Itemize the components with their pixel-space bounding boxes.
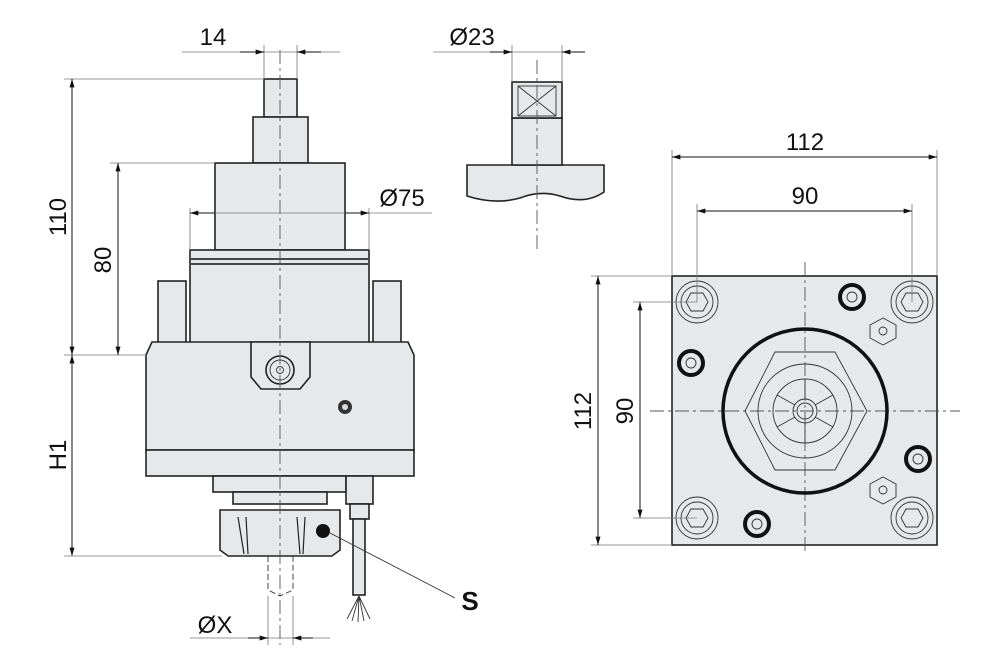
spindle-hex xyxy=(744,351,868,471)
spindle-neck xyxy=(212,475,347,493)
dim-plate-height: 112 xyxy=(570,392,597,430)
coolant-spray-icon xyxy=(346,595,371,623)
hex-nut-icon xyxy=(869,317,897,346)
shaft-detail-view: Ø23 xyxy=(433,24,605,250)
collet-slots xyxy=(776,379,834,443)
dim-tool-diameter: ØX xyxy=(198,612,233,639)
hex-nut-icon xyxy=(869,476,897,505)
side-view: 14 110 80 H1 Ø75 ØX S xyxy=(45,24,479,645)
shaft-tip xyxy=(263,78,298,118)
locating-pin-right xyxy=(372,280,402,348)
spindle-ring xyxy=(721,327,889,495)
coolant-tube xyxy=(352,518,366,596)
flange xyxy=(189,249,370,356)
detail-flange xyxy=(466,164,605,202)
socket-screw-icon xyxy=(743,510,771,538)
mounting-plate xyxy=(671,275,938,546)
leader-line-s xyxy=(329,532,456,599)
dim-h1: H1 xyxy=(45,440,72,471)
dim-plate-width: 112 xyxy=(786,129,824,156)
dim-shaft-width: 14 xyxy=(200,24,227,51)
socket-screw-icon xyxy=(677,349,705,377)
dim-bolt-spacing-x: 90 xyxy=(792,183,819,210)
dim-bolt-spacing-y: 90 xyxy=(612,398,639,425)
shaft-step xyxy=(252,116,309,164)
label-s: S xyxy=(461,586,478,616)
socket-screw-icon xyxy=(904,445,932,473)
dim-body-height: 80 xyxy=(90,247,117,274)
mounting-bolt-icon xyxy=(890,496,934,540)
dim-total-height: 110 xyxy=(45,198,72,236)
tool xyxy=(267,556,294,597)
dim-flange-diameter: Ø75 xyxy=(379,185,424,212)
dim-detail-diameter: Ø23 xyxy=(449,24,494,51)
front-view: 112 90 112 90 xyxy=(570,129,960,555)
coolant-nut xyxy=(349,503,370,520)
marker-dot-s xyxy=(316,524,330,538)
socket-screw-icon xyxy=(838,283,866,311)
locating-pin-left xyxy=(157,280,187,348)
coolant-fitting xyxy=(345,475,374,505)
flat-cross-icon xyxy=(517,85,557,117)
